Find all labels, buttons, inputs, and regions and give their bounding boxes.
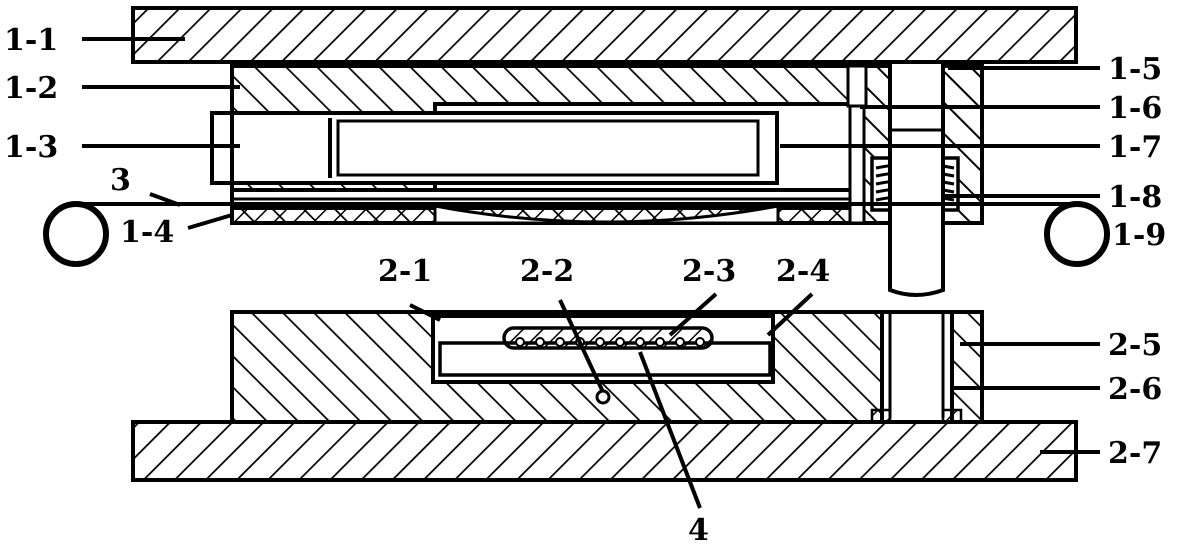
leader-lines: [82, 37, 1110, 509]
label-1-7: 1-7: [1108, 130, 1162, 165]
label-3: 3: [110, 163, 131, 198]
label-1-1: 1-1: [4, 23, 58, 58]
guide-bushing-gap: [880, 310, 954, 424]
label-4: 4: [688, 513, 709, 548]
upper-die-curved-face: [433, 204, 780, 225]
label-1-9: 1-9: [1112, 218, 1166, 253]
label-2-4: 2-4: [776, 254, 830, 289]
top-plate: [131, 6, 1078, 64]
label-2-2: 2-2: [520, 254, 574, 289]
labels: 1-1 1-2 1-3 3 1-4 1-5 1-6 1-7 1-8 1-9 2-…: [4, 23, 1166, 548]
label-1-2: 1-2: [4, 71, 58, 106]
label-2-5: 2-5: [1108, 328, 1162, 363]
label-1-3: 1-3: [4, 130, 58, 165]
label-2-7: 2-7: [1108, 436, 1162, 471]
positioning-ball: [595, 389, 611, 405]
label-2-6: 2-6: [1108, 372, 1162, 407]
slider-rod-inner: [336, 119, 760, 177]
bottom-plate: [131, 420, 1078, 482]
guide-pin: [888, 60, 945, 297]
label-1-8: 1-8: [1108, 180, 1162, 215]
label-2-3: 2-3: [682, 254, 736, 289]
label-1-5: 1-5: [1108, 52, 1162, 87]
label-1-6: 1-6: [1108, 91, 1162, 126]
right-roller: [1044, 201, 1110, 267]
label-1-4: 1-4: [120, 215, 174, 250]
label-2-1: 2-1: [378, 254, 432, 289]
vent-cap: [846, 64, 868, 108]
left-roller: [43, 201, 109, 267]
